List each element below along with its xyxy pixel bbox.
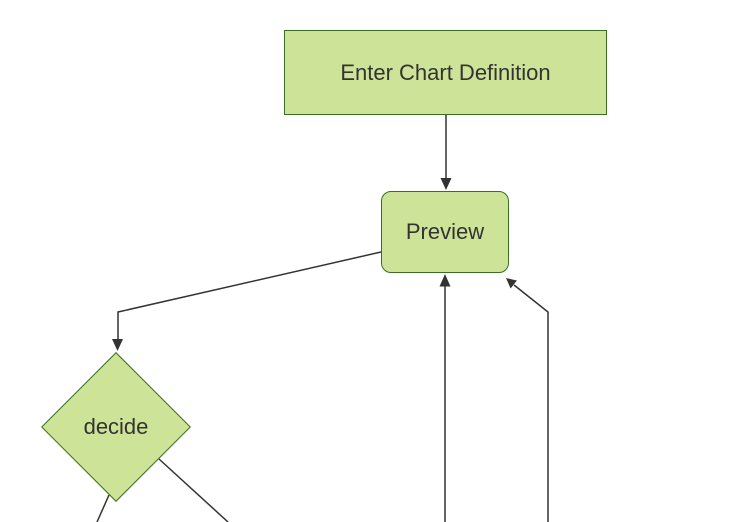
node-preview-label: Preview <box>405 219 485 244</box>
arrowhead-into-preview-corner <box>506 278 517 289</box>
node-decide-label-wrap: decide <box>41 352 191 502</box>
arrowhead-into-preview-top <box>440 178 452 190</box>
edge-offscreen-to-preview-corner <box>513 284 549 522</box>
node-decide-label: decide <box>83 414 149 439</box>
arrowhead-into-preview-bottom <box>439 274 451 287</box>
node-enter-chart-definition: Enter Chart Definition <box>284 30 607 115</box>
edge-decide-to-offscreen-right <box>158 458 229 522</box>
node-preview: Preview <box>381 191 509 273</box>
node-enter-chart-definition-label: Enter Chart Definition <box>340 59 551 85</box>
edge-preview-to-decide <box>117 251 382 340</box>
edge-decide-to-offscreen-left <box>96 494 110 522</box>
arrowhead-into-decide-top <box>112 339 123 351</box>
